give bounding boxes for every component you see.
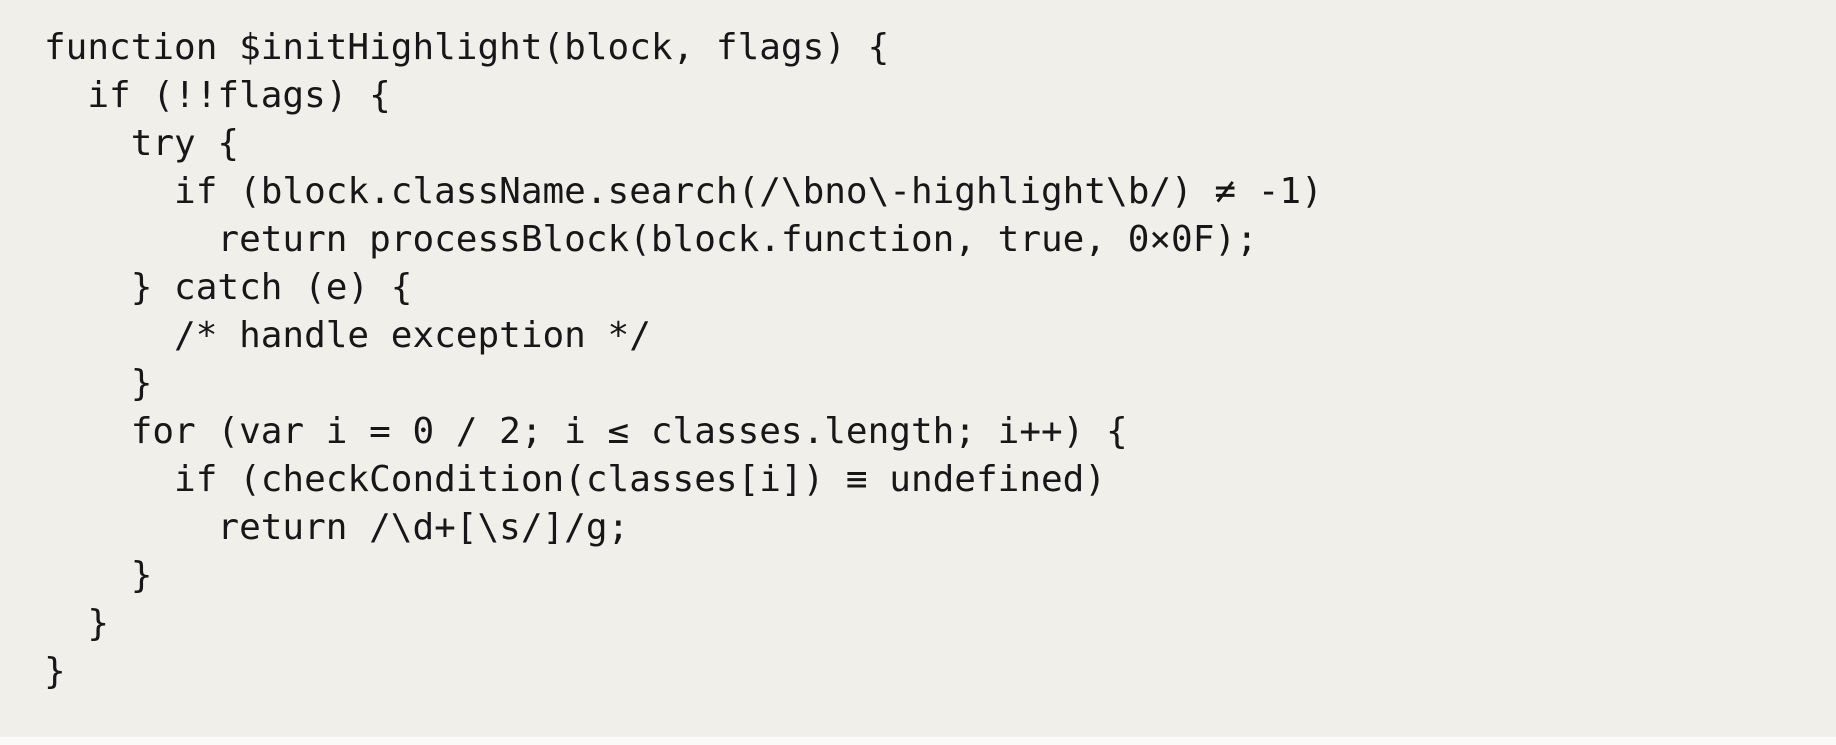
code-line: if (!!flags) { bbox=[44, 75, 391, 116]
code-line: try { bbox=[44, 123, 240, 164]
code-block: function $initHighlight(block, flags) { … bbox=[44, 24, 1323, 696]
code-line: if (block.className.search(/\bno\-highli… bbox=[44, 171, 1323, 212]
code-line: } bbox=[44, 651, 66, 692]
code-line: return /\d+[\s/]/g; bbox=[44, 507, 630, 548]
code-line: return processBlock(block.function, true… bbox=[44, 219, 1258, 260]
code-line: if (checkCondition(classes[i]) ≡ undefin… bbox=[44, 459, 1107, 500]
code-line: } bbox=[44, 363, 153, 404]
code-line: } bbox=[44, 603, 110, 644]
code-line: for (var i = 0 / 2; i ≤ classes.length; … bbox=[44, 411, 1128, 452]
code-line: function $initHighlight(block, flags) { bbox=[44, 27, 890, 68]
code-line: } catch (e) { bbox=[44, 267, 413, 308]
code-line: } bbox=[44, 555, 153, 596]
bottom-edge-strip bbox=[0, 737, 1836, 745]
code-line: /* handle exception */ bbox=[44, 315, 651, 356]
